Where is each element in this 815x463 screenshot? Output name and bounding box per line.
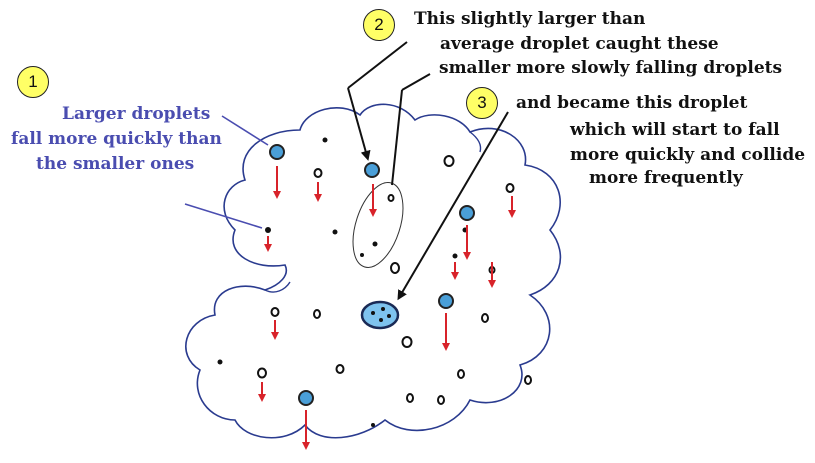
- tiny-droplet: [265, 227, 271, 233]
- cloud-inner-bump: [264, 281, 291, 293]
- small-droplet: [437, 395, 445, 405]
- step-badge-2: 2: [363, 9, 395, 41]
- small-droplet: [524, 375, 532, 385]
- note1-pointer-top: [221, 115, 269, 146]
- large-droplet: [269, 144, 285, 160]
- small-droplet: [401, 336, 413, 348]
- note1-pointers: [184, 115, 269, 229]
- tiny-droplet: [452, 253, 458, 259]
- step-badge-1: 1: [17, 66, 49, 98]
- small-droplet: [457, 369, 465, 379]
- merged-droplet: [360, 300, 400, 330]
- merged-droplet-inner: [379, 318, 383, 322]
- small-droplet: [390, 262, 400, 274]
- step-badge-3: 3: [466, 87, 498, 119]
- note2-line1: This slightly larger than: [414, 9, 646, 29]
- large-droplets: [269, 144, 475, 406]
- note3-line1: and became this droplet: [516, 93, 748, 113]
- tiny-droplet: [217, 359, 223, 365]
- note3-line3: more quickly and collide: [570, 145, 806, 165]
- tiny-droplet: [371, 423, 375, 427]
- small-droplet: [313, 309, 321, 319]
- note3-line4: more frequently: [589, 168, 743, 188]
- large-droplet: [459, 205, 475, 221]
- tiny-droplets: [217, 137, 468, 427]
- merged-droplet-inner: [371, 311, 375, 315]
- small-droplet: [257, 367, 267, 379]
- merged-droplet-inner: [381, 307, 385, 311]
- small-droplet: [387, 194, 395, 202]
- tiny-droplet: [360, 253, 364, 257]
- note1-line1: Larger droplets: [62, 104, 211, 124]
- note2-pointer-a2: [347, 87, 371, 161]
- cloud-outline: [185, 103, 562, 439]
- merged-droplet-inner: [387, 314, 391, 318]
- note2-line2: average droplet caught these: [440, 34, 719, 54]
- large-droplet: [298, 390, 314, 406]
- small-droplet: [335, 364, 345, 374]
- fall-arrows: [258, 166, 516, 450]
- captured-droplets-outline: [352, 182, 404, 268]
- small-droplet: [406, 393, 414, 403]
- small-droplets: [257, 155, 532, 405]
- cloud-inner-bump: [469, 131, 482, 153]
- note1-line2: fall more quickly than: [11, 129, 222, 149]
- small-droplet: [505, 183, 515, 193]
- note-pointers: [347, 41, 509, 301]
- tiny-droplet: [332, 229, 338, 235]
- small-droplet: [481, 313, 489, 323]
- note2-line3: smaller more slowly falling droplets: [439, 58, 783, 78]
- tiny-droplet: [372, 241, 378, 247]
- tiny-droplet: [322, 137, 328, 143]
- small-droplet: [443, 155, 455, 167]
- small-droplet: [313, 168, 323, 178]
- note2-pointer-b: [401, 73, 431, 91]
- note2-pointer-b2: [391, 89, 403, 186]
- large-droplet: [438, 293, 454, 309]
- note2-pointer-a: [347, 41, 408, 89]
- note1-line3: the smaller ones: [36, 154, 195, 174]
- large-droplet: [364, 162, 380, 178]
- note3-line2: which will start to fall: [570, 120, 780, 140]
- small-droplet: [270, 307, 280, 317]
- note1-pointer-bottom: [184, 203, 263, 229]
- note3-pointer: [397, 111, 509, 301]
